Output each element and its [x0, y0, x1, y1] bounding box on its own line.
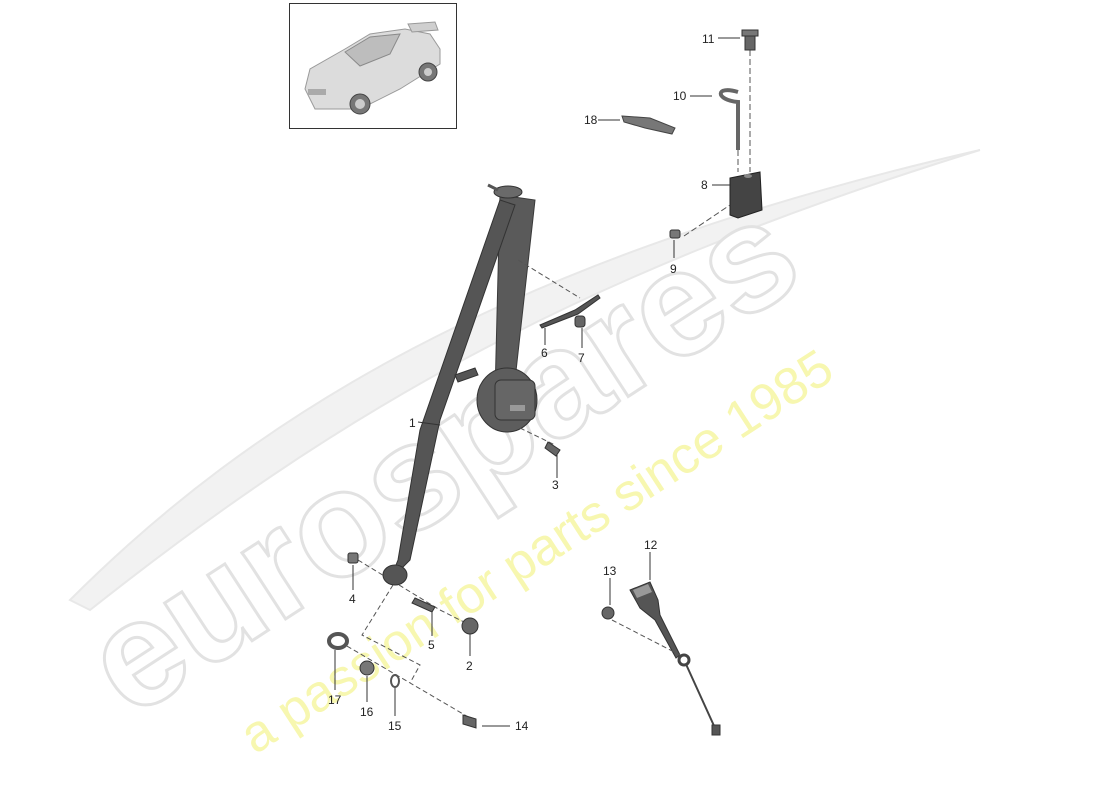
callout-6[interactable]: 6: [541, 346, 548, 360]
callout-7[interactable]: 7: [578, 351, 585, 365]
watermark-swoosh: [68, 149, 981, 612]
callout-8[interactable]: 8: [701, 178, 708, 192]
car-thumbnail-icon: [304, 21, 441, 115]
callout-3[interactable]: 3: [552, 478, 559, 492]
callout-5[interactable]: 5: [428, 638, 435, 652]
callout-14[interactable]: 14: [515, 719, 529, 733]
callout-1[interactable]: 1: [409, 416, 416, 430]
callout-4[interactable]: 4: [349, 592, 356, 606]
callout-13[interactable]: 13: [603, 564, 617, 578]
car-thumbnail-frame: [289, 3, 457, 129]
retractor: [476, 367, 538, 433]
callout-10[interactable]: 10: [673, 89, 687, 103]
callout-9[interactable]: 9: [670, 262, 677, 276]
callout-17[interactable]: 17: [328, 693, 342, 707]
callout-12[interactable]: 12: [644, 538, 658, 552]
callout-16[interactable]: 16: [360, 705, 374, 719]
callout-11[interactable]: 11: [702, 32, 715, 46]
callout-2[interactable]: 2: [466, 659, 473, 673]
callout-18[interactable]: 18: [584, 113, 598, 127]
callout-15[interactable]: 15: [388, 719, 402, 733]
